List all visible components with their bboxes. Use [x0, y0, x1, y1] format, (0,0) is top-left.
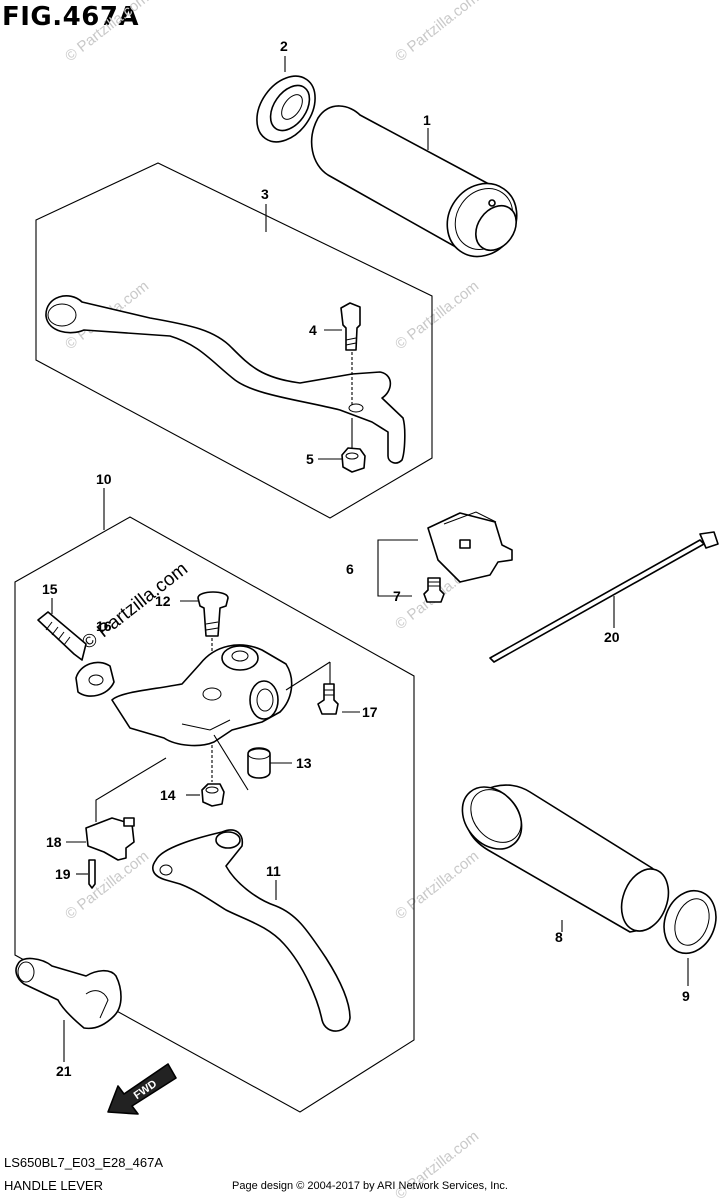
copyright-credit: Page design © 2004-2017 by ARI Network S… [232, 1180, 508, 1192]
fwd-arrow-icon: FWD [107, 1063, 177, 1115]
callout-number: 17 [362, 704, 378, 720]
bearing-ring-icon [256, 75, 316, 143]
callout-number: 11 [266, 863, 281, 879]
assembly-box-10 [14, 516, 415, 1113]
figure-title: FIG.467A [2, 2, 140, 32]
brake-switch-icon [85, 757, 167, 861]
callout-number: 20 [604, 629, 620, 645]
nut-icon [341, 418, 366, 473]
handlebar-grip-icon [310, 105, 518, 258]
adjuster-screw-icon [37, 611, 87, 661]
callout-number: 15 [42, 581, 58, 597]
bracket-6-7 [377, 539, 418, 597]
callout-number: 10 [96, 471, 112, 487]
cable-tie-icon [489, 531, 719, 663]
callout-number: 9 [682, 988, 690, 1004]
bolt-icon [285, 661, 360, 715]
callout-number: 19 [55, 866, 71, 882]
callout-number: 13 [296, 755, 312, 771]
watermark: © Partzilla.com [62, 0, 152, 65]
nut-icon [186, 745, 225, 807]
callout-number: 12 [155, 593, 171, 609]
callout-number: 6 [346, 561, 354, 577]
pivot-bolt-icon [340, 302, 361, 405]
callout-number: 2 [280, 38, 288, 54]
callout-number: 1 [423, 112, 431, 128]
screw-icon [423, 577, 445, 603]
screw-icon [88, 859, 96, 889]
clutch-lever-icon [45, 295, 406, 464]
watermark-prominent: © Partzilla.com [78, 559, 192, 654]
end-cap-icon [663, 889, 717, 986]
callout-number: 21 [56, 1063, 72, 1079]
callout-number: 16 [96, 618, 112, 634]
callout-labels: 1 2 3 4 5 6 7 8 9 10 11 12 13 14 15 16 1… [42, 38, 690, 1079]
callout-number: 7 [393, 588, 401, 604]
callout-number: 8 [555, 929, 563, 945]
model-code: LS650BL7_E03_E28_467A [4, 1155, 164, 1170]
callout-number: 3 [261, 186, 269, 202]
assembly-box-3 [35, 162, 433, 519]
callout-number: 18 [46, 834, 62, 850]
lever-cover-icon [15, 957, 122, 1062]
grip-icon [461, 784, 670, 933]
callout-number: 4 [309, 322, 317, 338]
spacer-icon [213, 734, 292, 791]
watermark: © Partzilla.com [392, 0, 482, 65]
watermark: © Partzilla.com [62, 848, 152, 924]
adjuster-nut-icon [75, 661, 115, 697]
section-name: HANDLE LEVER [4, 1178, 103, 1193]
lever-assembly-icon [111, 644, 293, 747]
leader-lines [51, 56, 429, 900]
watermark: © Partzilla.com [392, 848, 482, 924]
callout-number: 5 [306, 451, 314, 467]
watermark: © Partzilla.com [392, 278, 482, 354]
brake-lever-icon [152, 829, 351, 1032]
switch-icon [427, 511, 513, 583]
callout-number: 14 [160, 787, 176, 803]
